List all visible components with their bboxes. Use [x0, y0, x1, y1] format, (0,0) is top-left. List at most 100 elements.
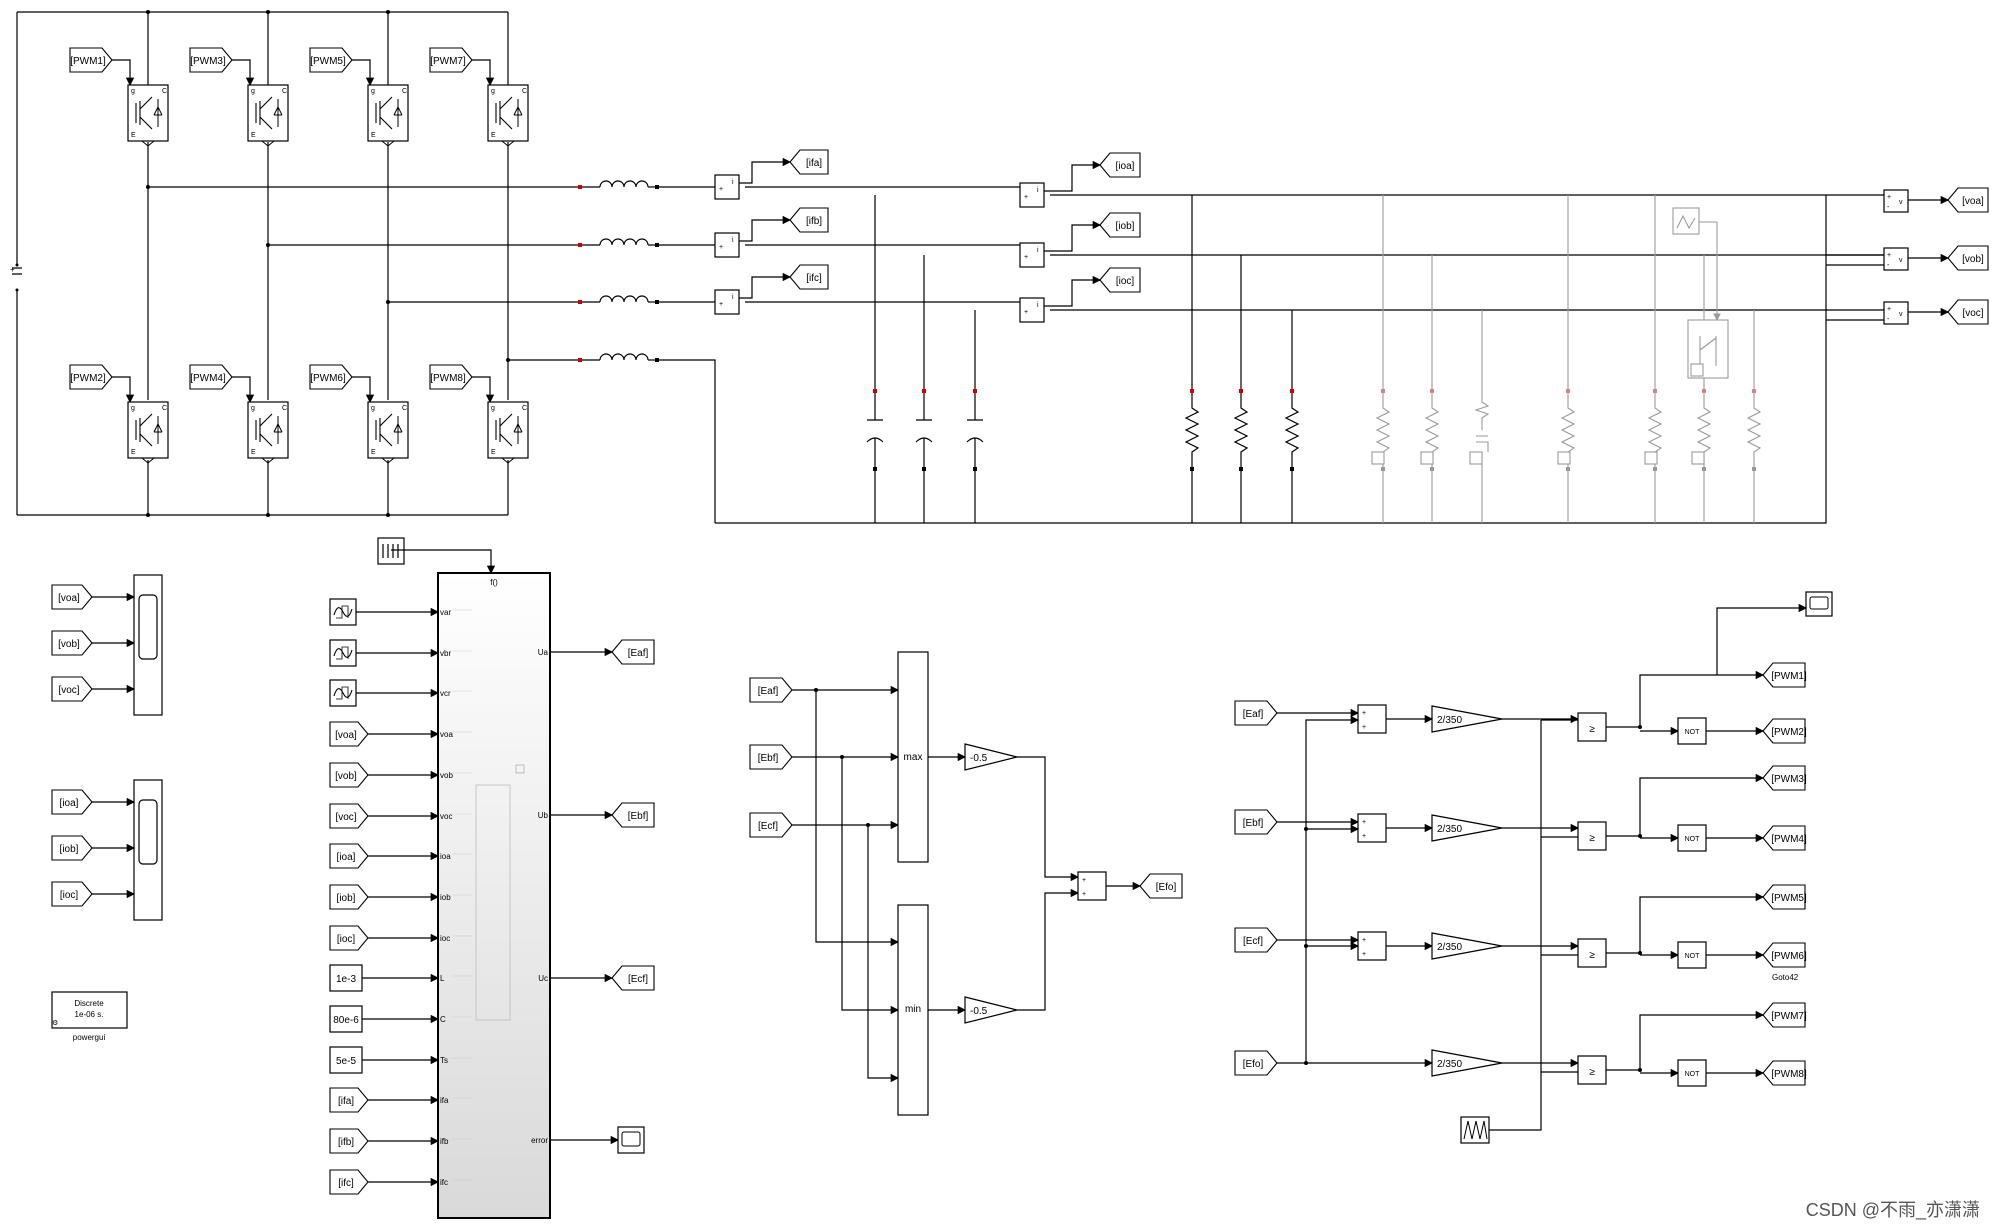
output-current-meas-2[interactable]: +i[iob] — [1019, 212, 1141, 268]
disabled-inductor-load[interactable] — [1371, 390, 1705, 470]
ctrl-from-ioa-7[interactable]: [ioa] — [329, 843, 369, 869]
goto-PWM6[interactable]: [PWM6] — [1762, 942, 1807, 968]
ctrl-from-vob-5[interactable]: [vob] — [329, 762, 369, 788]
inductor-4[interactable] — [578, 353, 659, 362]
goto-voc[interactable]: [voc] — [1947, 299, 1989, 325]
sum-row-1[interactable]: ++ — [1357, 704, 1387, 734]
filter-current-meas-1[interactable]: +i[ifa] — [714, 149, 829, 200]
pwm-top-tag-3[interactable]: [PWM5] — [309, 47, 353, 73]
zs-from-Eaf[interactable]: [Eaf] — [749, 677, 793, 703]
ctrl-from-ifb-14[interactable]: [ifb] — [329, 1128, 369, 1154]
ctrl-from-iob-8[interactable]: [iob] — [329, 884, 369, 910]
goto-PWM1[interactable]: [PWM1] — [1762, 662, 1807, 688]
ctrl-from-ifa-13[interactable]: [ifa] — [329, 1087, 369, 1113]
not-row-4[interactable]: NOT — [1677, 1059, 1707, 1087]
scope-v-from-vob[interactable]: [vob] — [51, 630, 93, 656]
scope-v-from-voa[interactable]: [voa] — [51, 584, 93, 610]
gain-row-2[interactable]: 2/350 — [1431, 814, 1503, 842]
max-block[interactable]: max — [897, 651, 929, 863]
load-resistor-3[interactable] — [1284, 389, 1300, 471]
relop-row-4[interactable]: ≥ — [1577, 1055, 1607, 1085]
sum-row-2[interactable]: ++ — [1357, 813, 1387, 843]
ctrl-goto-Eaf[interactable]: [Eaf] — [611, 639, 655, 665]
goto-ifa[interactable]: [ifa] — [789, 149, 829, 175]
goto-voa[interactable]: [voa] — [1947, 187, 1989, 213]
sine-source-3[interactable] — [329, 679, 357, 707]
sum-row-3[interactable]: ++ — [1357, 931, 1387, 961]
goto-ifc[interactable]: [ifc] — [789, 264, 829, 290]
scope-voltage[interactable]: [voa] [vob] [voc] — [51, 574, 163, 716]
sine-source-2[interactable] — [329, 639, 357, 667]
scope-error[interactable] — [617, 1126, 645, 1154]
constant-C[interactable]: 80e-6 — [329, 1005, 363, 1033]
pwm-bottom-tag-4[interactable]: [PWM8] — [429, 364, 473, 390]
output-current-meas-3[interactable]: +i[ioc] — [1019, 267, 1141, 323]
disabled-resistor-6[interactable] — [1746, 389, 1762, 471]
ctrl-from-voa-4[interactable]: [voa] — [329, 721, 369, 747]
ctrl-from-ifc-15[interactable]: [ifc] — [329, 1169, 369, 1195]
filter-capacitor-3[interactable] — [966, 389, 984, 471]
gain-row-4[interactable]: 2/350 — [1431, 1049, 1503, 1077]
zs-from-Ebf[interactable]: [Ebf] — [749, 744, 793, 770]
sum-efo[interactable]: ++ — [1077, 871, 1107, 901]
min-block[interactable]: min — [897, 904, 929, 1116]
pwm-bottom-tag-1[interactable]: [PWM2] — [69, 364, 113, 390]
disabled-resistor-5[interactable] — [1696, 389, 1712, 471]
inductor-1[interactable] — [578, 180, 659, 189]
goto-PWM2[interactable]: [PWM2] — [1762, 718, 1807, 744]
relop-row-2[interactable]: ≥ — [1577, 821, 1607, 851]
disabled-resistor-3[interactable] — [1560, 389, 1576, 471]
gain-min[interactable]: -0.5 — [964, 996, 1018, 1024]
pwm-top-tag-1[interactable]: [PWM1] — [69, 47, 113, 73]
not-row-2[interactable]: NOT — [1677, 824, 1707, 852]
relop-row-3[interactable]: ≥ — [1577, 938, 1607, 968]
inductor-3[interactable] — [578, 295, 659, 304]
ctrl-from-voc-6[interactable]: [voc] — [329, 803, 369, 829]
inductor-2[interactable] — [578, 238, 659, 247]
load-resistor-1[interactable] — [1184, 389, 1200, 471]
output-current-meas-1[interactable]: +i[ioa] — [1019, 152, 1141, 208]
voltage-meas-3[interactable]: +-v[voc] — [1883, 299, 1989, 325]
pg-from-Efo[interactable]: [Efo] — [1234, 1050, 1278, 1076]
scope-i-from-ioc[interactable]: [ioc] — [51, 881, 93, 907]
goto-PWM3[interactable]: [PWM3] — [1762, 765, 1807, 791]
voltage-meas-1[interactable]: +-v[voa] — [1883, 187, 1989, 213]
filter-capacitor-1[interactable] — [866, 389, 884, 471]
filter-current-meas-3[interactable]: +i[ifc] — [714, 264, 829, 315]
goto-PWM7[interactable]: [PWM7] — [1762, 1002, 1807, 1028]
gain-row-1[interactable]: 2/350 — [1431, 705, 1503, 733]
scope-v-from-voc[interactable]: [voc] — [51, 676, 93, 702]
zs-from-Ecf[interactable]: [Ecf] — [749, 812, 793, 838]
load-resistor-2[interactable] — [1233, 389, 1249, 471]
pwm-top-tag-2[interactable]: [PWM3] — [189, 47, 233, 73]
relop-row-1[interactable]: ≥ — [1577, 712, 1607, 742]
pwm-top-tag-4[interactable]: [PWM7] — [429, 47, 473, 73]
pg-from-Ebf[interactable]: [Ebf] — [1234, 809, 1278, 835]
scope-i-from-iob[interactable]: [iob] — [51, 835, 93, 861]
goto-iob[interactable]: [iob] — [1099, 212, 1141, 238]
pwm-bottom-tag-3[interactable]: [PWM6] — [309, 364, 353, 390]
pg-from-Ecf[interactable]: [Ecf] — [1234, 927, 1278, 953]
gain-max[interactable]: -0.5 — [964, 743, 1018, 771]
constant-Ts[interactable]: 5e-5 — [329, 1046, 363, 1074]
not-row-1[interactable]: NOT — [1677, 717, 1707, 745]
ctrl-from-ioc-9[interactable]: [ioc] — [329, 925, 369, 951]
controller-subsystem[interactable]: f() varvbrvcrvoa[voa]vob[vob]voc[voc]ioa… — [329, 537, 655, 1219]
carrier-wave[interactable] — [1460, 1116, 1490, 1144]
powergui-block[interactable]: Discrete 1e-06 s. powergui ⚙ — [51, 991, 128, 1042]
disabled-resistor-4[interactable] — [1647, 389, 1663, 471]
goto-PWM5[interactable]: [PWM5] — [1762, 884, 1807, 910]
goto-PWM4[interactable]: [PWM4] — [1762, 825, 1807, 851]
not-row-3[interactable]: NOT — [1677, 941, 1707, 969]
ctrl-goto-Ecf[interactable]: [Ecf] — [611, 965, 655, 991]
pwm-bottom-tag-2[interactable]: [PWM4] — [189, 364, 233, 390]
goto-Efo[interactable]: [Efo] — [1139, 873, 1183, 899]
